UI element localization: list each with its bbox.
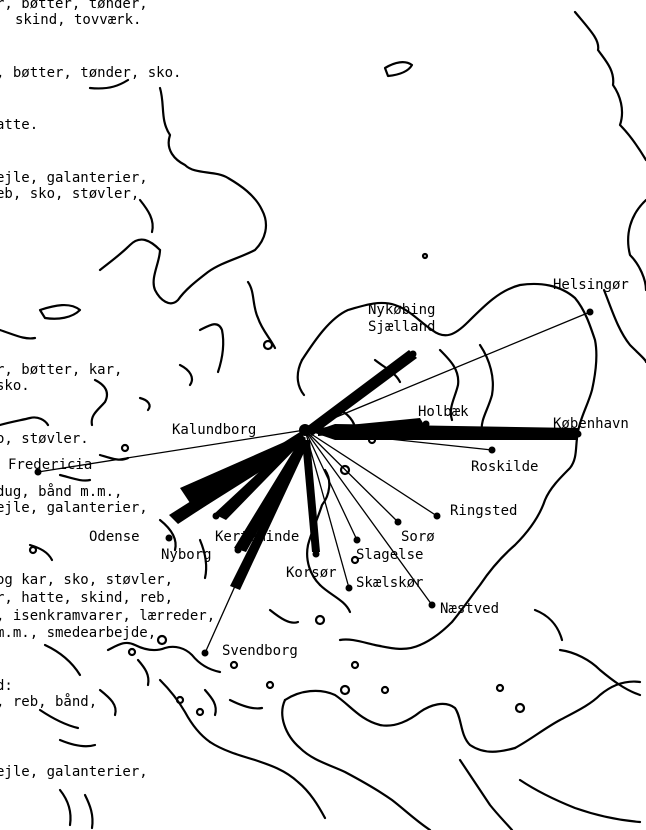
goods-line: ejle, galanterier,	[0, 764, 148, 780]
town-dot-kerteminde	[212, 512, 220, 520]
label-slagelse: Slagelse	[356, 547, 423, 563]
goods-line: , reb, bånd,	[0, 693, 97, 710]
town-dot-slagelse	[353, 536, 361, 544]
goods-line: atte.	[0, 117, 38, 133]
route-holbaek	[318, 418, 426, 436]
goods-line: dug, bånd m.m.,	[0, 483, 122, 500]
goods-line: d:	[0, 678, 13, 694]
goods-line: r, hatte, skind, reb,	[0, 590, 173, 606]
label-holbaek: Holbæk	[418, 404, 469, 420]
town-dot-odense	[165, 534, 173, 542]
goods-line: og kar, sko, støvler,	[0, 572, 173, 588]
goods-line: , bøtter, tønder, sko.	[0, 65, 181, 81]
label-naestved: Næstved	[440, 601, 499, 617]
town-dot-skaelskor	[345, 584, 353, 592]
town-labels: Helsingør Nykøbing Sjælland Holbæk Køben…	[8, 277, 629, 659]
goods-line: sko.	[0, 378, 30, 394]
label-sjaelland: Sjælland	[368, 319, 435, 335]
town-dot-svendborg	[201, 649, 209, 657]
coastlines	[0, 10, 646, 830]
town-dot-fredericia	[34, 468, 42, 476]
goods-line: skind, tovværk.	[15, 12, 141, 28]
label-fredericia: Fredericia	[8, 457, 92, 473]
route-soro	[304, 429, 399, 523]
town-dot-kobenhavn	[574, 430, 582, 438]
goods-line: m.m., smedearbejde,	[0, 625, 156, 641]
label-ringsted: Ringsted	[450, 503, 517, 519]
route-odense-b	[180, 436, 304, 512]
goods-line: eb, sko, støvler,	[0, 186, 139, 202]
trade-routes	[37, 311, 591, 654]
label-kalundborg: Kalundborg	[172, 422, 256, 438]
route-slagelse	[304, 429, 358, 541]
label-korsor: Korsør	[286, 565, 337, 581]
label-skaelskor: Skælskør	[356, 575, 423, 591]
goods-line: ejle, galanterier,	[0, 500, 148, 516]
goods-line: r, bøtter, kar,	[0, 362, 122, 378]
town-dot-nyborg	[234, 546, 242, 554]
town-dot-soro	[394, 518, 402, 526]
town-dot-naestved	[428, 601, 436, 609]
route-naestved	[304, 429, 433, 606]
route-helsingor	[304, 311, 591, 431]
route-fredericia	[37, 429, 306, 473]
town-dot-korsor	[312, 550, 320, 558]
goods-line: , isenkramvarer, lærreder,	[0, 608, 215, 624]
route-nykobing	[305, 350, 417, 436]
town-markers	[34, 308, 594, 657]
label-roskilde: Roskilde	[471, 459, 538, 475]
town-dot-holbaek	[422, 420, 430, 428]
route-skaelskor	[304, 429, 350, 589]
route-ringsted	[304, 429, 438, 517]
route-kerteminde	[214, 434, 306, 520]
route-fyn-long	[230, 442, 308, 590]
label-soro: Sorø	[401, 529, 435, 545]
label-helsingor: Helsingør	[553, 277, 629, 293]
label-kobenhavn: København	[553, 416, 629, 432]
label-kerteminde: Kerteminde	[215, 529, 299, 545]
label-nykobing: Nykøbing	[368, 302, 435, 318]
label-nyborg: Nyborg	[161, 547, 212, 563]
goods-text: r, bøtter, tønder, skind, tovværk. , bøt…	[0, 0, 215, 780]
town-dot-helsingor	[586, 308, 594, 316]
town-dot-ringsted	[433, 512, 441, 520]
town-dot-kalundborg	[299, 424, 311, 436]
goods-line: ejle, galanterier,	[0, 170, 148, 186]
label-odense: Odense	[89, 529, 140, 545]
town-dot-roskilde	[488, 446, 496, 454]
route-korsor	[302, 440, 320, 552]
town-dot-nykobing	[409, 350, 417, 358]
goods-line: r, bøtter, tønder,	[0, 0, 148, 12]
goods-line: o, støvler.	[0, 431, 89, 447]
label-svendborg: Svendborg	[222, 643, 298, 659]
